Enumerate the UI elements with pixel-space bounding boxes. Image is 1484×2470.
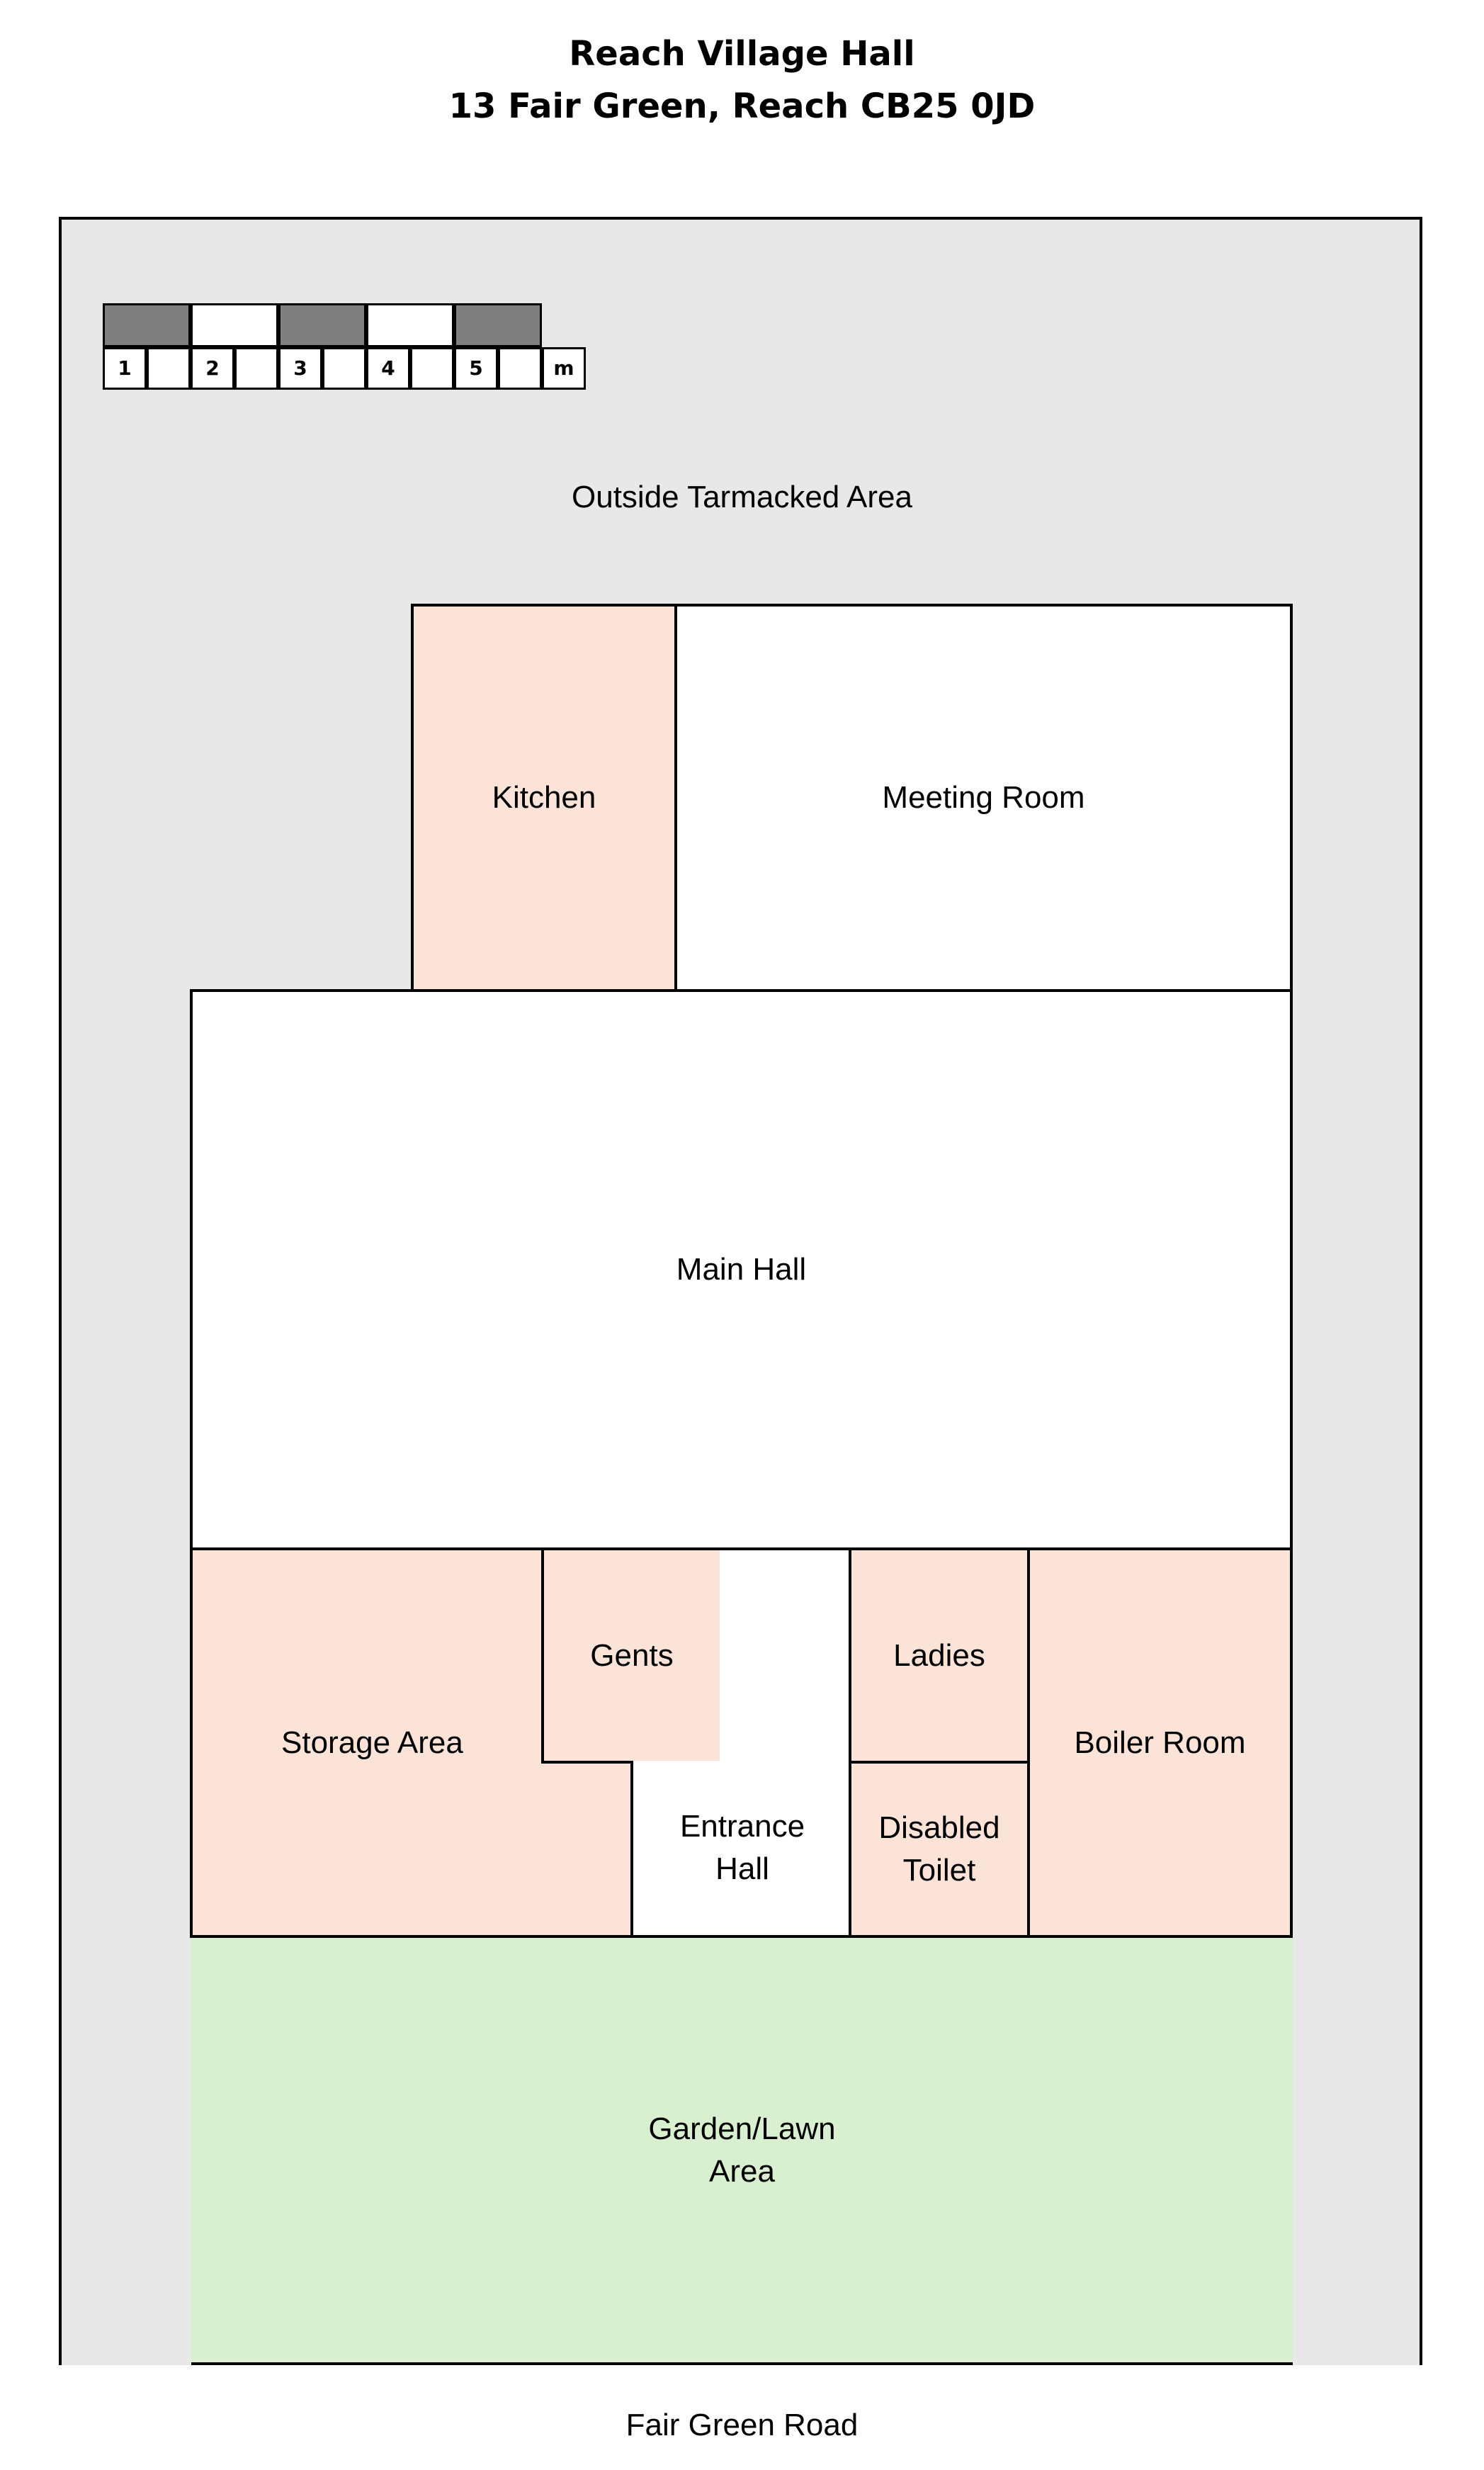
scale-label: 4 <box>366 347 410 390</box>
room-main-hall: Main Hall <box>190 989 1293 1550</box>
plan-address: 13 Fair Green, Reach CB25 0JD <box>448 86 1036 126</box>
room-kitchen-label: Kitchen <box>492 780 596 815</box>
scale-block-dark <box>454 303 542 347</box>
scale-label: 3 <box>278 347 322 390</box>
scale-label <box>322 347 366 390</box>
room-main-hall-label: Main Hall <box>676 1252 807 1287</box>
scale-label <box>498 347 542 390</box>
outside-area-label: Outside Tarmacked Area <box>572 480 912 514</box>
room-boiler-room: Boiler Room <box>1027 1547 1293 1938</box>
room-meeting-room: Meeting Room <box>674 604 1293 992</box>
road-label: Fair Green Road <box>625 2408 859 2442</box>
room-storage-area-label: Storage Area <box>281 1725 463 1760</box>
room-ladies: Ladies <box>849 1547 1030 1764</box>
scale-label: 1 <box>103 347 147 390</box>
scale-block-light <box>191 303 278 347</box>
room-meeting-room-label: Meeting Room <box>882 780 1085 815</box>
room-disabled-toilet-label: Disabled Toilet <box>878 1810 1000 1888</box>
scale-label: 2 <box>191 347 234 390</box>
room-boiler-room-label: Boiler Room <box>1074 1725 1246 1760</box>
scale-label <box>147 347 191 390</box>
scale-block-dark <box>103 303 191 347</box>
room-entrance-hall-label: Entrance Hall <box>679 1809 805 1886</box>
entrance-corridor <box>720 1550 851 1763</box>
scale-block-light <box>366 303 454 347</box>
room-ladies-label: Ladies <box>893 1637 985 1673</box>
garden-lawn-label: Garden/Lawn Area <box>648 2111 836 2189</box>
scale-label <box>410 347 454 390</box>
scale-label: m <box>542 347 586 390</box>
room-disabled-toilet: Disabled Toilet <box>849 1761 1030 1938</box>
scale-label: 5 <box>454 347 498 390</box>
room-gents-label: Gents <box>590 1637 674 1673</box>
plan-title: Reach Village Hall <box>569 34 915 74</box>
room-kitchen: Kitchen <box>411 604 677 992</box>
scale-block-dark <box>278 303 366 347</box>
room-gents: Gents <box>541 1547 723 1764</box>
garden-lawn-area: Garden/Lawn Area <box>191 1938 1293 2365</box>
room-entrance-hall: Entrance Hall <box>630 1761 851 1938</box>
scale-label <box>234 347 278 390</box>
